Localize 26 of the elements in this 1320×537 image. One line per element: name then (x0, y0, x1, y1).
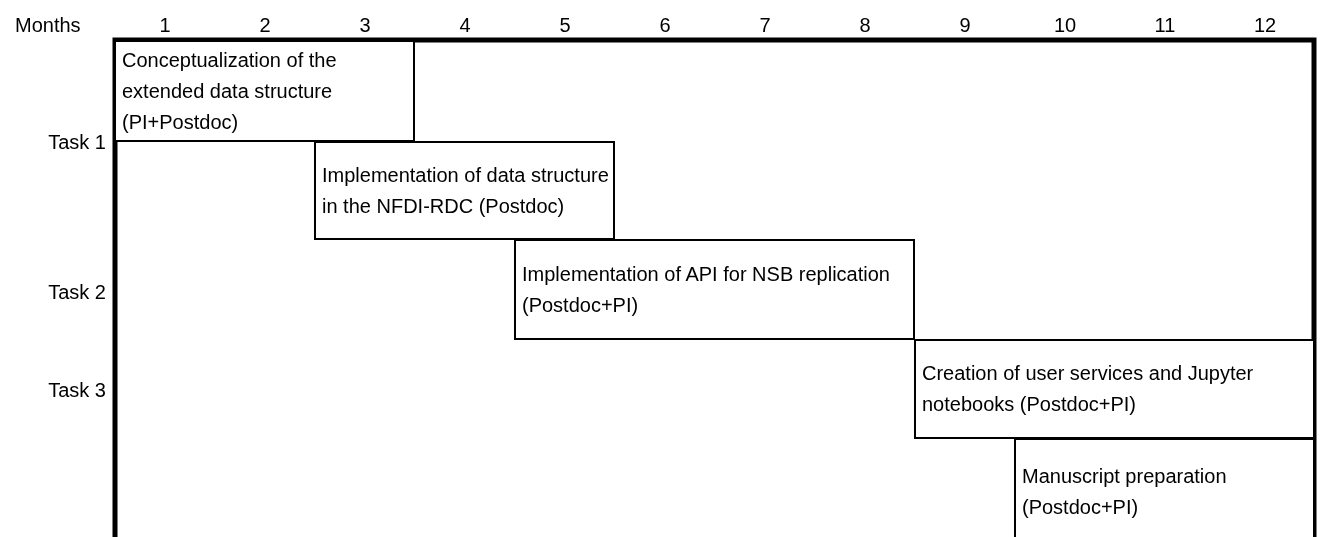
task-description: Creation of user services and Jupyter notebooks (Postdoc+PI) (922, 361, 1255, 417)
month-number: 6 (659, 13, 671, 37)
month-number: 12 (1253, 13, 1277, 37)
task-description: Implementation of API for NSB replication (Postdoc+PI) (522, 261, 891, 318)
task-label: Task 1 (48, 130, 106, 154)
month-number: 1 (159, 13, 171, 37)
month-number: 10 (1053, 13, 1077, 37)
month-number: 4 (459, 13, 471, 37)
task-description: Manuscript preparation (Postdoc+PI) (1022, 463, 1228, 520)
axis-title: Months (15, 13, 81, 37)
task-bar (314, 141, 615, 240)
task-label: Task 2 (48, 280, 106, 304)
month-number: 9 (959, 13, 971, 37)
month-number: 7 (759, 13, 771, 37)
month-number: 2 (259, 13, 271, 37)
task-bar (914, 339, 1315, 439)
month-number: 3 (359, 13, 371, 37)
task-bar (514, 239, 915, 340)
task-description: Conceptualization of the extended data structure (PI+Postdoc) (122, 47, 338, 135)
month-number: 8 (859, 13, 871, 37)
task-description: Implementation of data structure in the NFDI-RDC (Postdoc) (322, 162, 609, 219)
task-bar (114, 40, 415, 142)
month-number: 5 (559, 13, 571, 37)
month-number: 11 (1154, 13, 1176, 37)
task-label: Task 3 (48, 378, 106, 402)
task-bar (1014, 438, 1315, 537)
